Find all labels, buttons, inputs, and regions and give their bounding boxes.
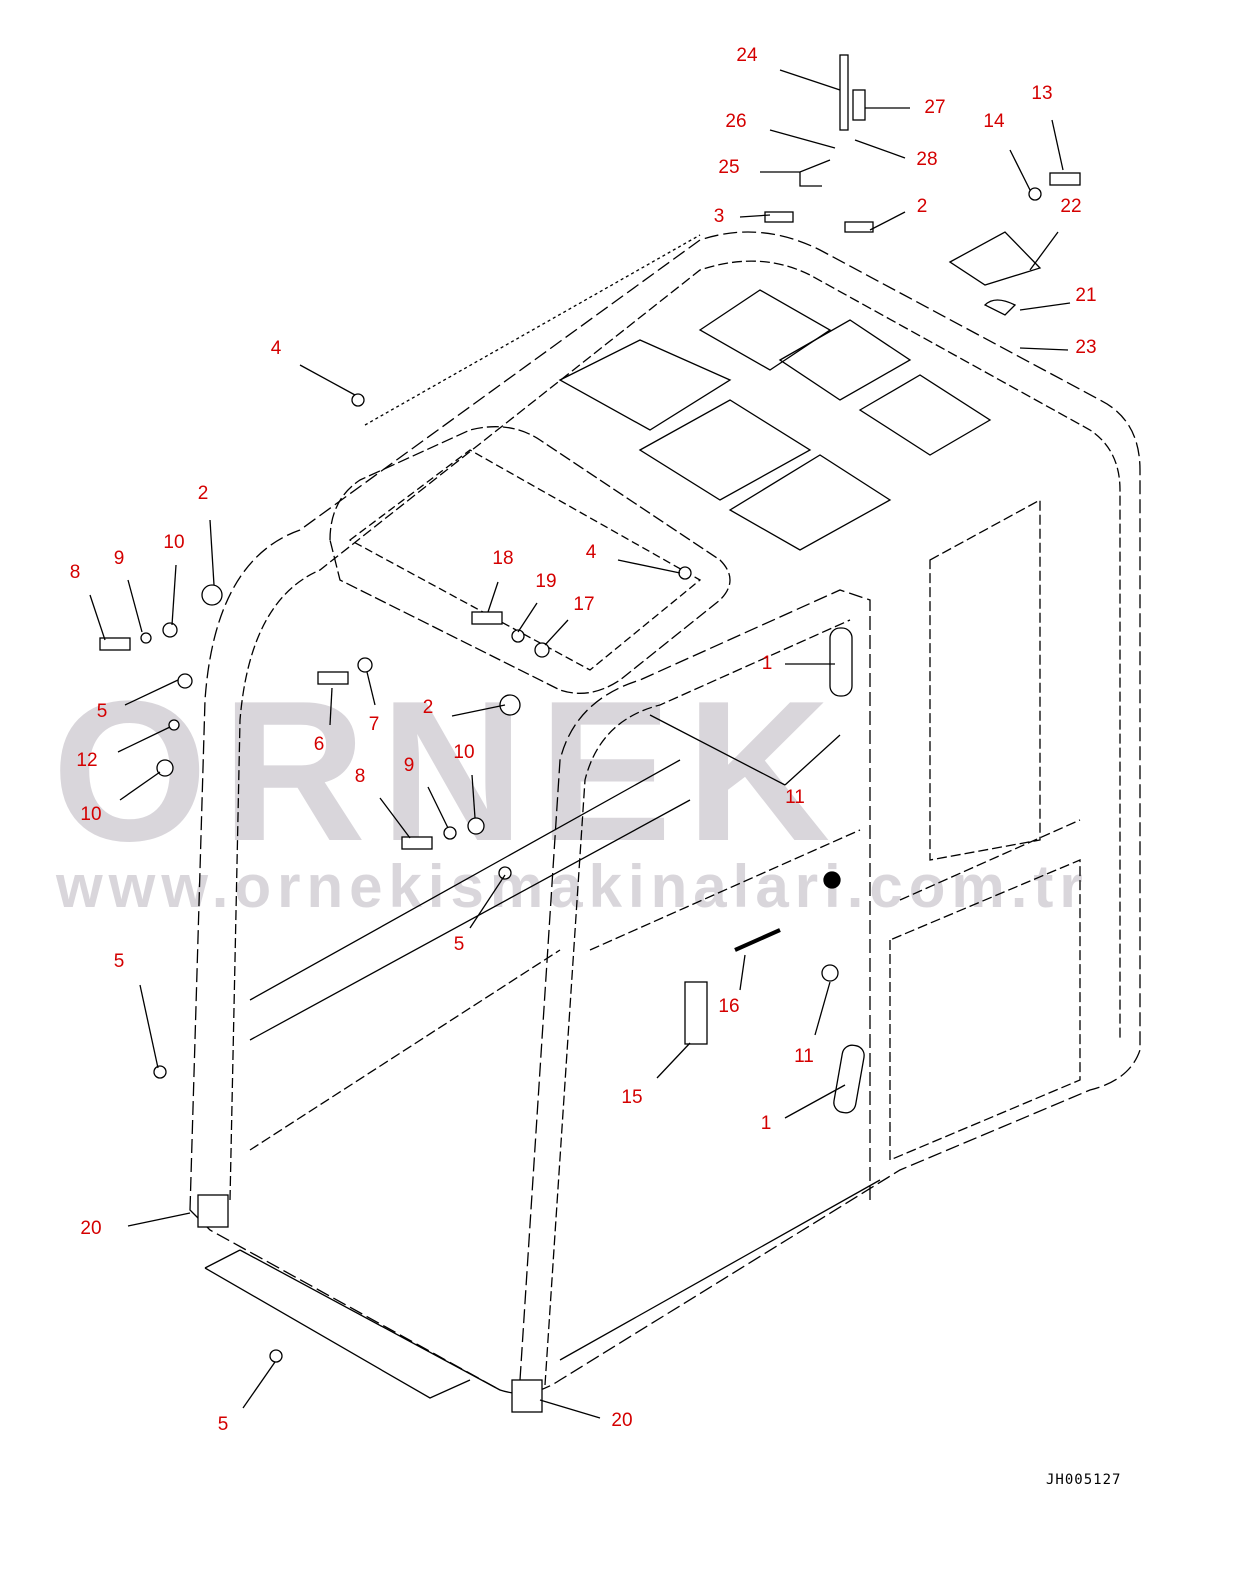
- callout-5: 5: [96, 701, 108, 722]
- callout-4: 4: [270, 338, 282, 359]
- drawing-code: JH005127: [1046, 1472, 1122, 1488]
- callout-22: 22: [1060, 196, 1082, 217]
- callout-16: 16: [718, 996, 740, 1017]
- callout-8: 8: [69, 562, 81, 583]
- callout-8: 8: [354, 766, 366, 787]
- callout-12: 12: [76, 750, 98, 771]
- callout-19: 19: [535, 571, 557, 592]
- callout-17: 17: [573, 594, 595, 615]
- cab-frame: [99, 54, 1141, 1413]
- callout-10: 10: [80, 804, 102, 825]
- callout-20: 20: [80, 1218, 102, 1239]
- callout-24: 24: [736, 45, 758, 66]
- watermark-url: www.ornekismakinalari.com.tr: [56, 853, 1089, 920]
- callout-14: 14: [983, 111, 1005, 132]
- callout-4: 4: [585, 542, 597, 563]
- callout-9: 9: [403, 755, 415, 776]
- callout-23: 23: [1075, 337, 1097, 358]
- callout-2: 2: [197, 483, 209, 504]
- callout-27: 27: [924, 97, 946, 118]
- callout-3: 3: [713, 206, 725, 227]
- callout-13: 13: [1031, 83, 1053, 104]
- callout-2: 2: [422, 697, 434, 718]
- callout-28: 28: [916, 149, 938, 170]
- callout-2: 2: [916, 196, 928, 217]
- callout-1: 1: [761, 653, 773, 674]
- callout-10: 10: [453, 742, 475, 763]
- callout-15: 15: [621, 1087, 643, 1108]
- callout-1: 1: [760, 1113, 772, 1134]
- callout-18: 18: [492, 548, 514, 569]
- callout-11: 11: [794, 1046, 814, 1067]
- callout-5: 5: [453, 934, 465, 955]
- callout-5: 5: [217, 1414, 229, 1435]
- callout-11: 11: [785, 787, 805, 808]
- callout-6: 6: [313, 734, 325, 755]
- leader-lines: [89, 69, 1071, 1419]
- callout-10: 10: [163, 532, 185, 553]
- callout-21: 21: [1075, 285, 1097, 306]
- callout-20: 20: [611, 1410, 633, 1431]
- callout-26: 26: [725, 111, 747, 132]
- callout-7: 7: [368, 714, 380, 735]
- watermark-logo: ORNEK: [52, 660, 845, 883]
- callout-25: 25: [718, 157, 740, 178]
- callout-5: 5: [113, 951, 125, 972]
- callout-9: 9: [113, 548, 125, 569]
